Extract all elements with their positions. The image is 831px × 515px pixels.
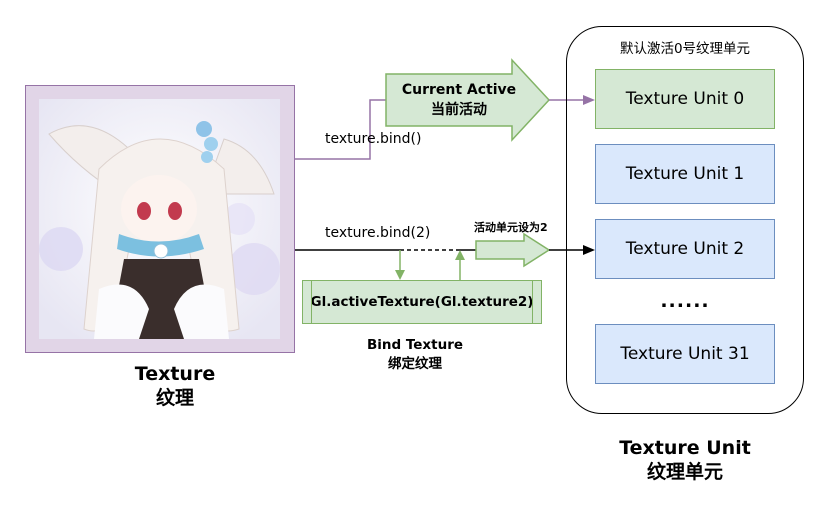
texture-units-ellipsis: ......	[660, 290, 710, 312]
gl-active-texture-box: Gl.activeTexture(Gl.texture2)	[302, 280, 542, 324]
texture-unit-2-label: Texture Unit 2	[625, 239, 745, 259]
active-to-unit0-arrowhead	[583, 95, 595, 105]
set-unit-two-label: 活动单元设为2	[474, 221, 548, 234]
up-arrowhead	[455, 250, 465, 260]
texture-unit-0-label: Texture Unit 0	[625, 89, 745, 109]
texture-unit-0: Texture Unit 0	[595, 69, 775, 129]
texture-unit-caption: Texture Unit 纹理单元	[590, 436, 780, 484]
bind2-label: texture.bind(2)	[325, 225, 431, 241]
bind-texture-line1: Bind Texture	[366, 337, 464, 353]
to-unit2-arrowhead	[583, 245, 595, 255]
current-active-line2: 当前活动	[431, 102, 487, 118]
texture-unit-1-label: Texture Unit 1	[625, 164, 745, 184]
current-active-label: Current Active 当前活动	[396, 80, 522, 120]
texture-image	[39, 99, 280, 339]
bind-texture-line2: 绑定纹理	[388, 356, 442, 372]
bind-connector	[295, 99, 386, 160]
texture-unit-2: Texture Unit 2	[595, 219, 775, 279]
texture-units-title: 默认激活0号纹理单元	[619, 41, 751, 57]
bind-texture-caption: Bind Texture 绑定纹理	[345, 336, 485, 374]
texture-unit-31: Texture Unit 31	[595, 324, 775, 384]
texture-unit-1: Texture Unit 1	[595, 144, 775, 204]
current-active-arrow	[385, 58, 551, 142]
gl-active-texture-label: Gl.activeTexture(Gl.texture2)	[310, 294, 534, 310]
texture-unit-31-label: Texture Unit 31	[620, 344, 750, 364]
texture-caption: Texture 纹理	[95, 362, 255, 410]
texture-unit-caption-en: Texture Unit	[619, 437, 751, 459]
set-unit-arrow	[475, 232, 551, 268]
texture-units-container	[566, 26, 804, 414]
texture-caption-en: Texture	[134, 363, 216, 385]
bind-label: texture.bind()	[325, 131, 422, 147]
down-arrowhead	[395, 270, 405, 280]
texture-unit-caption-zh: 纹理单元	[646, 461, 723, 483]
texture-caption-zh: 纹理	[155, 387, 194, 409]
current-active-line1: Current Active	[401, 82, 517, 98]
